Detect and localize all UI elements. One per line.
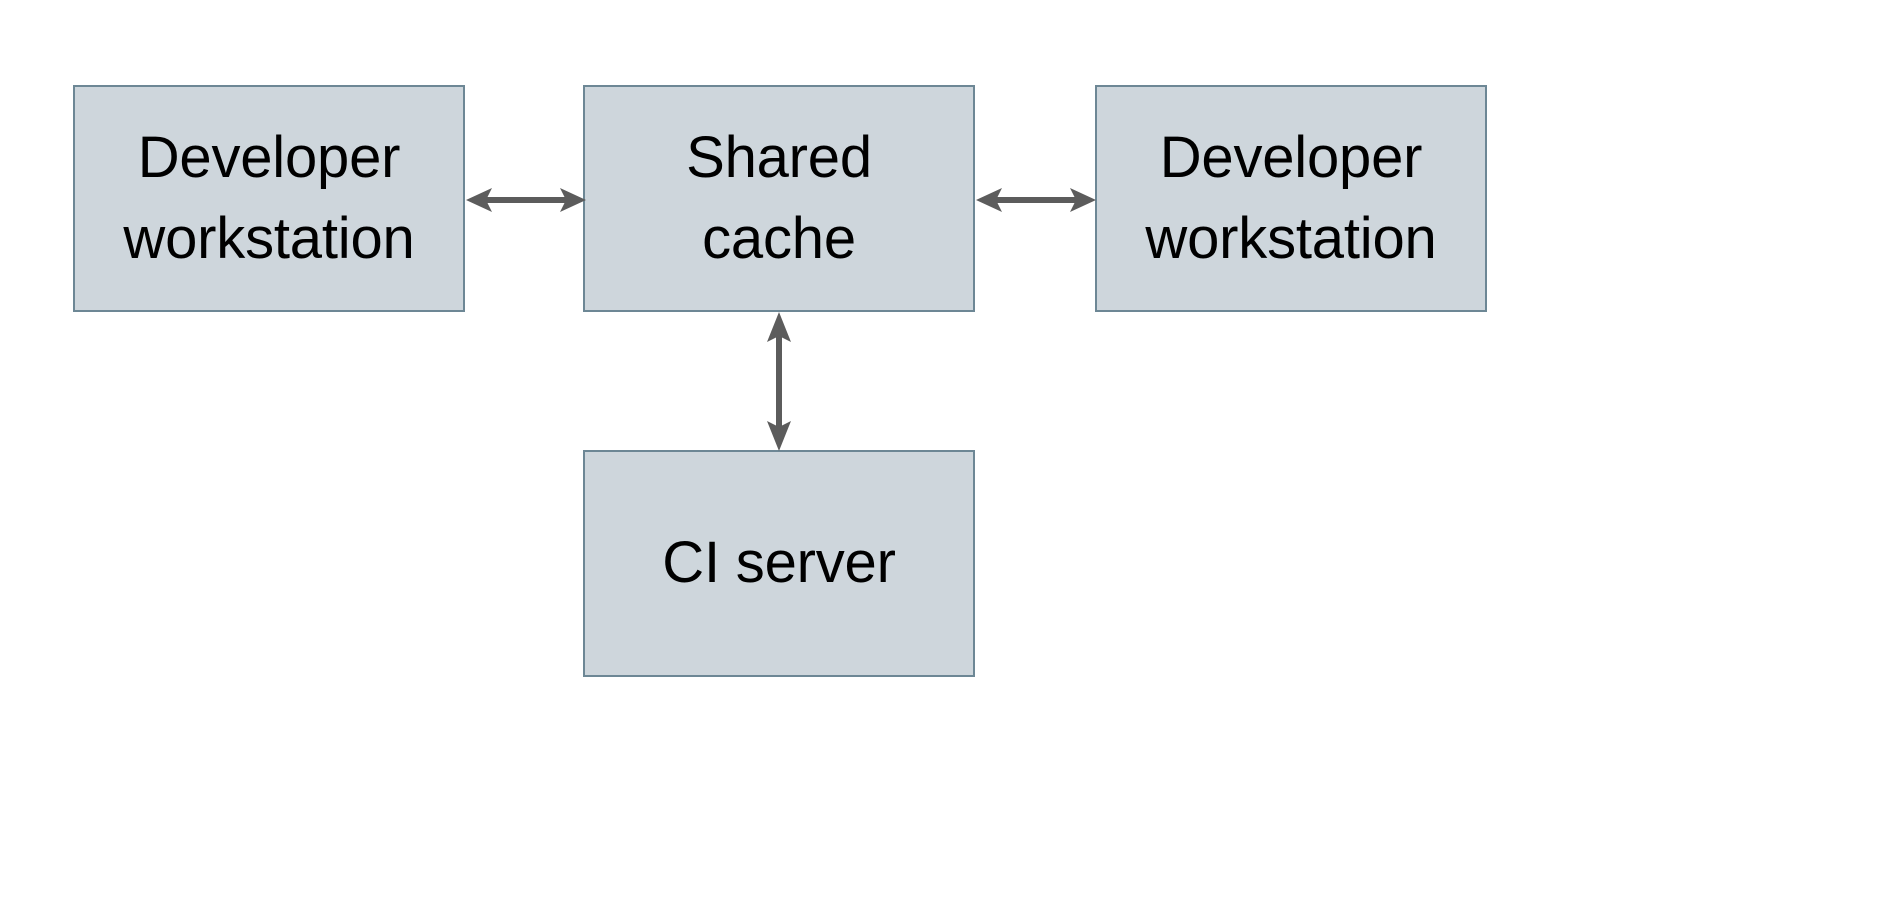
double-arrow-horizontal-icon (466, 188, 586, 212)
double-arrow-vertical-icon (767, 312, 791, 451)
node-ci-server[interactable]: CI server (583, 450, 975, 677)
double-arrow-horizontal-icon (976, 188, 1096, 212)
edge-cache-to-right-workstation (976, 178, 1096, 222)
node-label-developer-workstation-left: Developer workstation (123, 125, 415, 271)
edge-cache-to-ci-server (757, 312, 801, 451)
node-shared-cache[interactable]: Shared cache (583, 85, 975, 312)
node-label-developer-workstation-right: Developer workstation (1145, 125, 1437, 271)
edge-left-workstation-to-cache (466, 178, 586, 222)
node-label-ci-server: CI server (662, 530, 896, 596)
node-developer-workstation-left[interactable]: Developer workstation (73, 85, 465, 312)
node-developer-workstation-right[interactable]: Developer workstation (1095, 85, 1487, 312)
node-label-shared-cache: Shared cache (686, 125, 872, 271)
